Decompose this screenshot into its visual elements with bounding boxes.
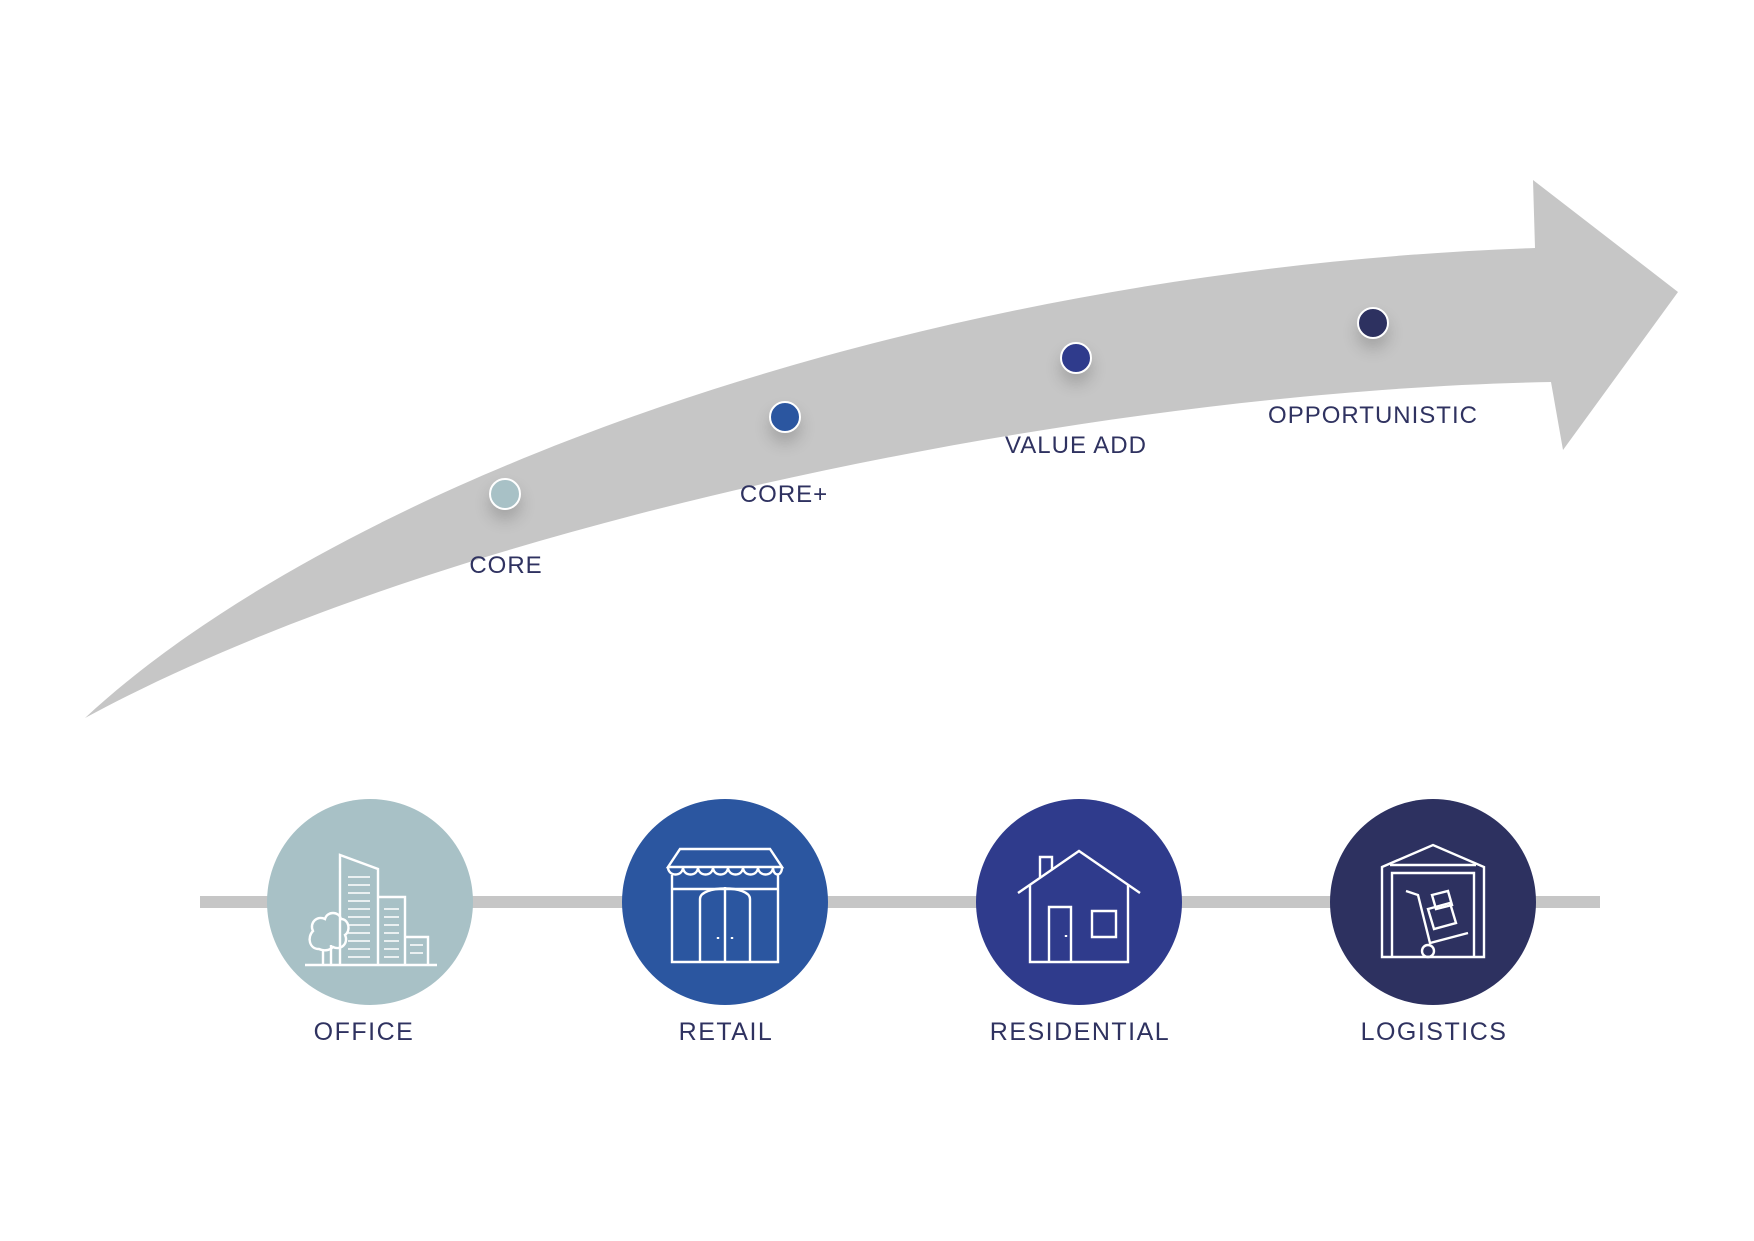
storefront-icon — [665, 847, 785, 964]
warehouse-trolley-icon — [1380, 843, 1486, 959]
sector-circle-logistics — [1330, 799, 1536, 1005]
sector-connector-line — [200, 896, 1600, 908]
sector-label-retail: RETAIL — [678, 1018, 774, 1046]
strategy-label-value-add: VALUE ADD — [1005, 432, 1147, 459]
sector-circle-residential — [976, 799, 1182, 1005]
sector-label-logistics: LOGISTICS — [1360, 1018, 1508, 1046]
house-icon — [1017, 849, 1141, 964]
strategy-dot-core — [489, 478, 521, 510]
strategy-dot-core-plus — [769, 401, 801, 433]
strategy-label-opportunistic: OPPORTUNISTIC — [1268, 402, 1478, 429]
office-building-icon — [305, 853, 437, 967]
sector-label-residential: RESIDENTIAL — [989, 1018, 1171, 1046]
sector-circle-office — [267, 799, 473, 1005]
strategy-label-core: CORE — [469, 552, 543, 579]
strategy-label-core-plus: CORE+ — [739, 481, 829, 508]
strategy-dot-value-add — [1060, 342, 1092, 374]
sector-label-office: OFFICE — [313, 1018, 415, 1046]
sector-circle-retail — [622, 799, 828, 1005]
strategy-dot-opportunistic — [1357, 307, 1389, 339]
